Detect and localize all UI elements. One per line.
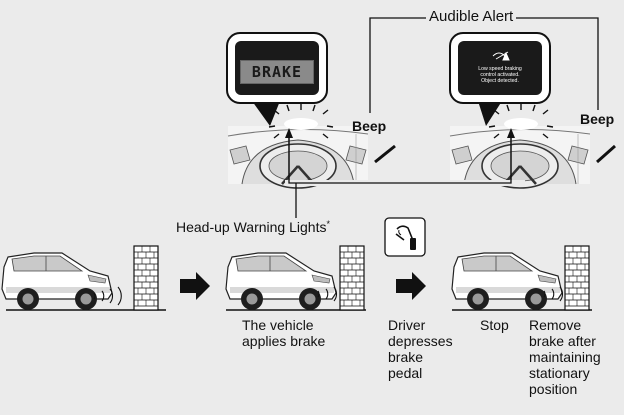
car-icon <box>451 252 563 311</box>
brick-wall-icon <box>339 245 365 311</box>
caption-stop: Stop <box>480 317 509 333</box>
speaker-line <box>596 144 616 164</box>
brick-wall-icon <box>133 245 159 311</box>
dashboard-icon <box>226 124 370 190</box>
caption-driver-depresses-pedal: Driver depresses brake pedal <box>388 317 453 381</box>
brick-wall-icon <box>564 245 590 311</box>
speaker-line <box>374 144 396 164</box>
caption-remove-brake: Remove brake after maintaining stationar… <box>529 317 601 397</box>
braking-message: Low speed braking control activated. Obj… <box>478 66 522 84</box>
car-icon <box>225 252 337 311</box>
audible-alert-label: Audible Alert <box>426 9 517 25</box>
footnote-mark: * <box>326 219 330 229</box>
head-up-warning-lights-text: Head-up Warning Lights <box>176 219 327 235</box>
message-display-screen <box>458 41 542 95</box>
car-icon <box>1 252 113 311</box>
dashboard-icon <box>448 124 592 190</box>
beep-label: Beep <box>580 111 615 127</box>
brake-pedal-icon <box>384 217 426 257</box>
arrow-right-icon <box>180 272 210 300</box>
caption-vehicle-applies-brake: The vehicle applies brake <box>242 317 326 349</box>
arrow-right-icon <box>396 272 426 300</box>
braking-car-icon <box>492 51 510 61</box>
head-up-warning-lights-label: Head-up Warning Lights* <box>176 219 330 235</box>
beep-label: Beep <box>352 118 387 134</box>
brake-badge: BRAKE <box>240 60 314 84</box>
